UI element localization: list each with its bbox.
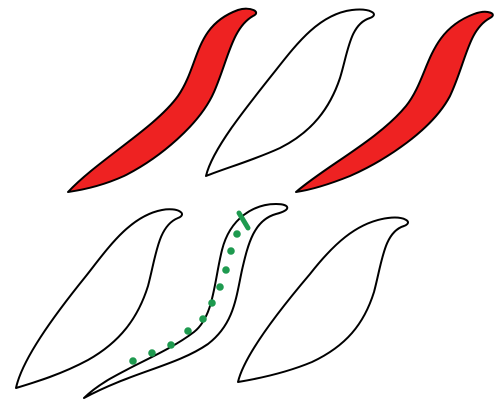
marker-dot <box>129 357 137 365</box>
curved-shape-3 <box>296 12 493 192</box>
marker-dot <box>184 327 192 335</box>
marker-dot <box>216 283 224 291</box>
marker-dot <box>222 266 230 274</box>
curved-shape-5 <box>84 204 287 398</box>
curved-shape-6 <box>238 218 408 382</box>
marker-dot <box>148 349 156 357</box>
marker-dot <box>227 247 235 255</box>
marker-dot <box>167 341 175 349</box>
marker-dot <box>208 299 216 307</box>
curved-shape-1 <box>68 9 256 192</box>
marker-dot <box>233 230 241 238</box>
curved-shape-4 <box>16 209 182 388</box>
marker-dot <box>199 315 207 323</box>
